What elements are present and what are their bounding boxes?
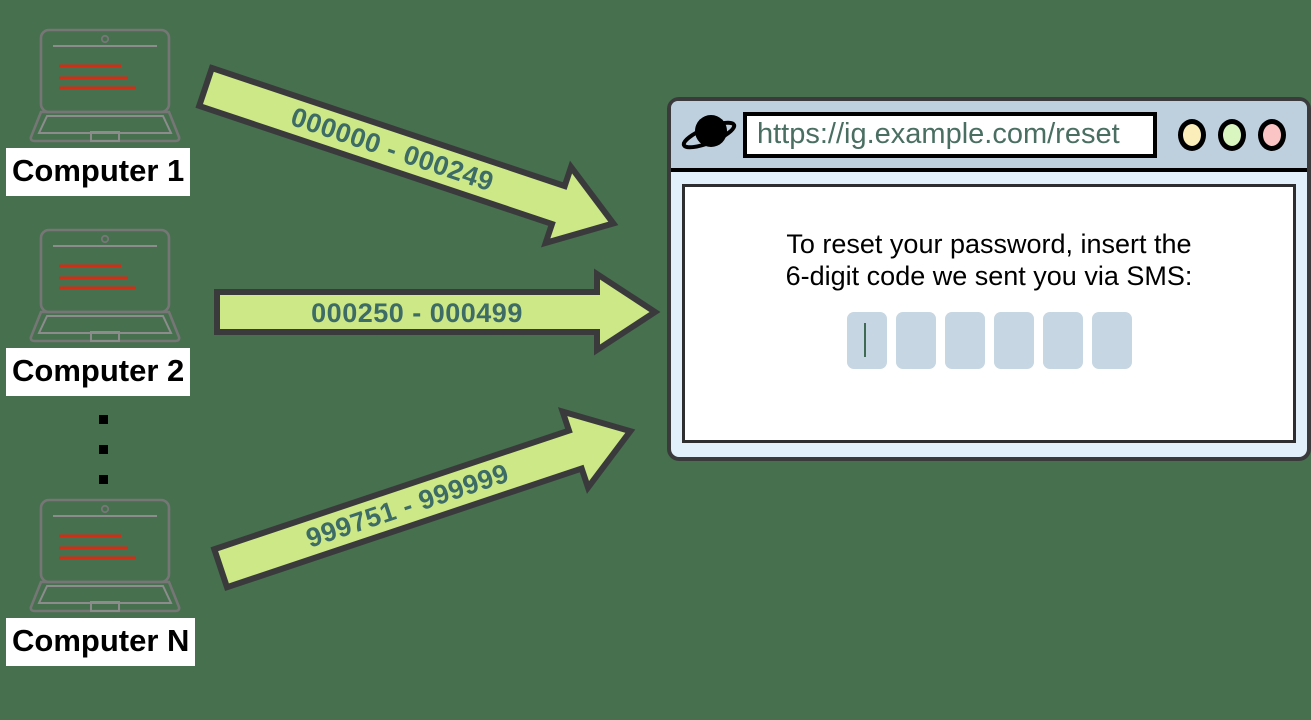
- code-digit-input-4[interactable]: [993, 312, 1034, 369]
- arrow-range-1-label: 000000 - 000249: [287, 102, 497, 198]
- browser-toolbar: https://ig.example.com/reset: [671, 101, 1307, 172]
- arrow-range-2: 000250 - 000499: [212, 268, 672, 356]
- ellipsis-dot: [99, 415, 108, 424]
- address-bar[interactable]: https://ig.example.com/reset: [743, 111, 1157, 158]
- ellipsis-dot: [99, 475, 108, 484]
- arrow-range-3: 999751 - 999999: [210, 407, 680, 720]
- window-controls: [1157, 118, 1307, 151]
- code-digit-input-1[interactable]: [846, 312, 887, 369]
- reset-prompt-line-1: To reset your password, insert the: [786, 229, 1192, 259]
- laptop-icon-computer-2: [25, 225, 185, 345]
- page-viewport: To reset your password, insert the 6-dig…: [682, 184, 1296, 443]
- maximize-button[interactable]: [1218, 118, 1246, 151]
- code-digit-input-6[interactable]: [1091, 312, 1132, 369]
- computer-n-label: Computer N: [6, 618, 196, 666]
- code-digit-input-5[interactable]: [1042, 312, 1083, 369]
- reset-prompt-line-2: 6-digit code we sent you via SMS:: [785, 261, 1193, 291]
- browser-window: https://ig.example.com/reset To reset yo…: [667, 97, 1311, 461]
- url-text: https://ig.example.com/reset: [757, 118, 1120, 150]
- text-caret: [863, 323, 866, 357]
- arrow-range-3-label: 999751 - 999999: [302, 458, 512, 554]
- computer-1-label: Computer 1: [6, 148, 191, 196]
- close-button[interactable]: [1258, 118, 1286, 151]
- planet-icon: [681, 109, 737, 161]
- minimize-button[interactable]: [1178, 118, 1206, 151]
- code-digit-input-3[interactable]: [944, 312, 985, 369]
- reset-prompt: To reset your password, insert the 6-dig…: [786, 228, 1193, 292]
- laptop-icon-computer-n: [25, 495, 185, 615]
- code-input-group: [846, 312, 1132, 369]
- computer-2-label: Computer 2: [6, 348, 191, 396]
- laptop-icon-computer-1: [25, 25, 185, 145]
- code-digit-input-2[interactable]: [895, 312, 936, 369]
- diagram-canvas: Computer 1 Computer 2: [6, 25, 1311, 666]
- ellipsis-dot: [99, 445, 108, 454]
- vertical-ellipsis: [99, 415, 113, 485]
- arrow-range-1: 000000 - 000249: [195, 60, 660, 248]
- arrow-range-2-label: 000250 - 000499: [311, 298, 523, 328]
